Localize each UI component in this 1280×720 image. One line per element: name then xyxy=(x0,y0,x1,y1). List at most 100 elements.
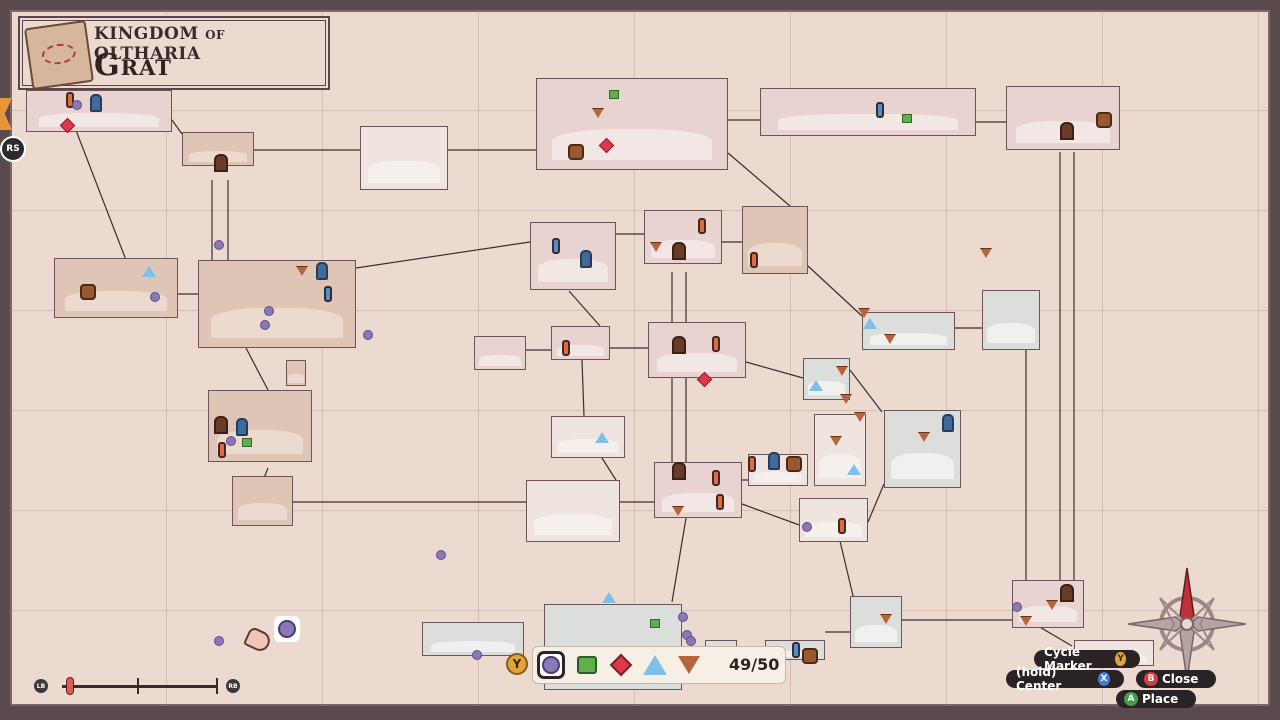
zoom-thumb[interactable] xyxy=(65,677,74,695)
marker-slot-square[interactable] xyxy=(573,651,601,679)
circle-marker-icon xyxy=(278,620,296,638)
center-hint: (hold) Center X xyxy=(1006,665,1124,693)
map-cursor[interactable] xyxy=(242,625,276,655)
map-canvas[interactable] xyxy=(10,10,1270,706)
close-hint: B Close xyxy=(1136,670,1216,688)
brown-marker[interactable] xyxy=(918,432,930,442)
map-room xyxy=(551,416,625,458)
purple-marker[interactable] xyxy=(678,612,688,622)
purple-marker[interactable] xyxy=(226,436,236,446)
brown-marker[interactable] xyxy=(980,248,992,258)
brown-marker[interactable] xyxy=(1020,616,1032,626)
npc-icon xyxy=(942,414,954,432)
door-icon xyxy=(672,462,686,480)
brown-marker[interactable] xyxy=(672,506,684,516)
green-marker[interactable] xyxy=(609,90,619,99)
chest-icon xyxy=(786,456,802,472)
potion-icon xyxy=(562,340,570,356)
zoom-slider[interactable]: LB RB xyxy=(34,672,246,700)
marker-slot-triangle[interactable] xyxy=(641,651,669,679)
brown-marker[interactable] xyxy=(884,334,896,344)
map-room xyxy=(232,476,293,526)
purple-marker[interactable] xyxy=(686,636,696,646)
npc-icon xyxy=(768,452,780,470)
region-name: KINGDOM of OLTHARIA xyxy=(94,24,226,64)
square-marker-icon xyxy=(577,656,597,674)
area-name: Grat xyxy=(94,48,172,83)
npc-icon xyxy=(316,262,328,280)
map-room xyxy=(803,358,850,400)
brown-marker[interactable] xyxy=(650,242,662,252)
green-marker[interactable] xyxy=(242,438,252,447)
door-icon xyxy=(672,242,686,260)
npc-icon xyxy=(90,94,102,112)
door-icon xyxy=(214,416,228,434)
map-room xyxy=(814,414,866,486)
green-marker[interactable] xyxy=(650,619,660,628)
chest-icon xyxy=(802,648,818,664)
marker-count: 49/50 xyxy=(729,655,780,674)
chest-icon xyxy=(1096,112,1112,128)
brown-marker[interactable] xyxy=(880,614,892,624)
hint-label: Close xyxy=(1162,672,1199,686)
marker-slot-heart[interactable] xyxy=(675,651,703,679)
brown-marker[interactable] xyxy=(836,366,848,376)
blue-marker[interactable] xyxy=(809,380,823,391)
purple-marker[interactable] xyxy=(260,320,270,330)
blue-marker[interactable] xyxy=(602,592,616,603)
purple-marker[interactable] xyxy=(363,330,373,340)
potion-icon xyxy=(716,494,724,510)
hint-label: (hold) Center xyxy=(1016,665,1062,693)
purple-marker[interactable] xyxy=(150,292,160,302)
brown-marker[interactable] xyxy=(858,308,870,318)
blue-marker[interactable] xyxy=(847,464,861,475)
zoom-track[interactable] xyxy=(62,685,218,688)
potion-icon xyxy=(698,218,706,234)
blue-marker[interactable] xyxy=(595,432,609,443)
gem-marker-icon xyxy=(609,653,633,677)
lb-button-icon[interactable]: LB xyxy=(34,679,48,693)
rb-button-icon[interactable]: RB xyxy=(226,679,240,693)
purple-marker[interactable] xyxy=(72,100,82,110)
rs-button-icon[interactable]: RS xyxy=(0,136,26,162)
marker-selector[interactable]: 49/50 xyxy=(532,646,786,684)
marker-preview xyxy=(274,616,300,642)
zoom-tick xyxy=(216,678,218,694)
y-button-icon: Y xyxy=(1115,652,1126,666)
map-room xyxy=(551,326,610,360)
hint-label: Place xyxy=(1142,692,1179,706)
purple-marker[interactable] xyxy=(472,650,482,660)
potion-icon xyxy=(324,286,332,302)
brown-marker[interactable] xyxy=(1046,600,1058,610)
purple-marker[interactable] xyxy=(264,306,274,316)
location-title-panel: KINGDOM of OLTHARIA Grat xyxy=(18,16,330,91)
map-room xyxy=(760,88,976,136)
green-marker[interactable] xyxy=(902,114,912,123)
chest-icon xyxy=(80,284,96,300)
place-hint: A Place xyxy=(1116,690,1196,708)
marker-slot-circle[interactable] xyxy=(537,651,565,679)
zoom-tick xyxy=(137,678,139,694)
marker-slot-gem[interactable] xyxy=(607,651,635,679)
map-room xyxy=(536,78,728,170)
potion-icon xyxy=(748,456,756,472)
purple-marker[interactable] xyxy=(436,550,446,560)
purple-marker[interactable] xyxy=(214,240,224,250)
purple-marker[interactable] xyxy=(1012,602,1022,612)
map-room xyxy=(360,126,448,190)
purple-marker[interactable] xyxy=(802,522,812,532)
potion-icon xyxy=(712,470,720,486)
blue-marker[interactable] xyxy=(863,318,877,329)
y-button-icon[interactable]: Y xyxy=(506,653,528,675)
purple-marker[interactable] xyxy=(214,636,224,646)
blue-marker[interactable] xyxy=(142,266,156,277)
brown-marker[interactable] xyxy=(592,108,604,118)
brown-marker[interactable] xyxy=(830,436,842,446)
potion-icon xyxy=(712,336,720,352)
npc-icon xyxy=(580,250,592,268)
brown-marker[interactable] xyxy=(854,412,866,422)
circle-marker-icon xyxy=(542,656,560,674)
brown-marker[interactable] xyxy=(840,394,852,404)
map-room xyxy=(530,222,616,290)
brown-marker[interactable] xyxy=(296,266,308,276)
